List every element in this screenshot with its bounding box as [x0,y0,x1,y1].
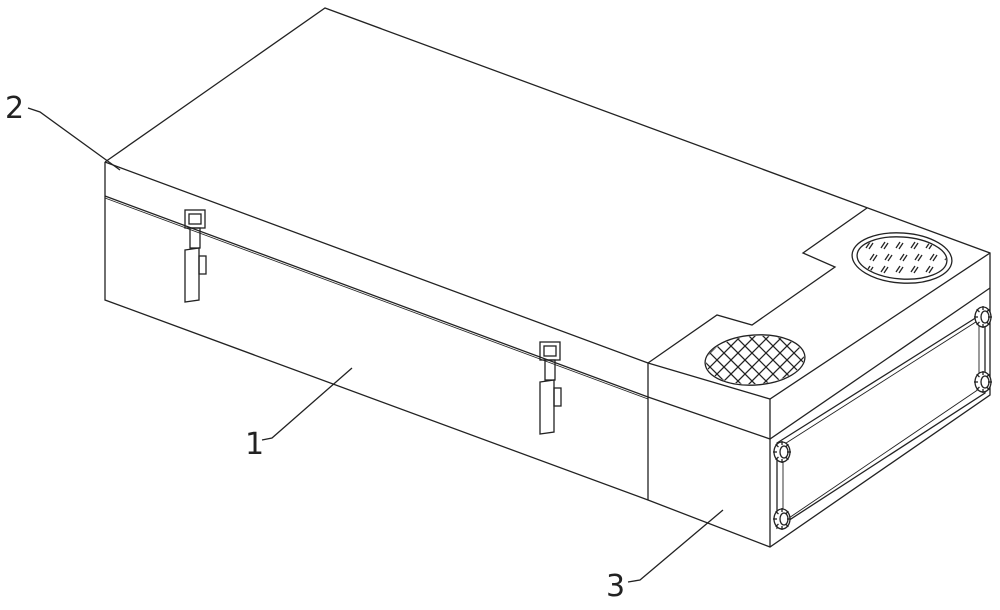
leader-line-3 [627,509,724,583]
compartment-cover-outline [647,207,868,364]
lid-top-surface [104,7,991,548]
latch-icon[interactable] [539,341,562,435]
latch-icon[interactable] [184,209,207,303]
thumb-screw-icon [773,441,791,463]
thumb-screw-icon [974,371,992,393]
reference-label-3: 3 [606,569,626,604]
glass-window-icon [851,232,953,284]
leader-line-2 [27,107,121,171]
mesh-vent-icon [704,332,806,388]
thumb-screw-icon [773,508,791,530]
thumb-screw-icon [974,306,992,328]
reference-label-1: 1 [245,427,265,462]
reference-label-2: 2 [5,91,25,126]
lid-seam [104,195,991,440]
leader-line-1 [261,367,353,441]
